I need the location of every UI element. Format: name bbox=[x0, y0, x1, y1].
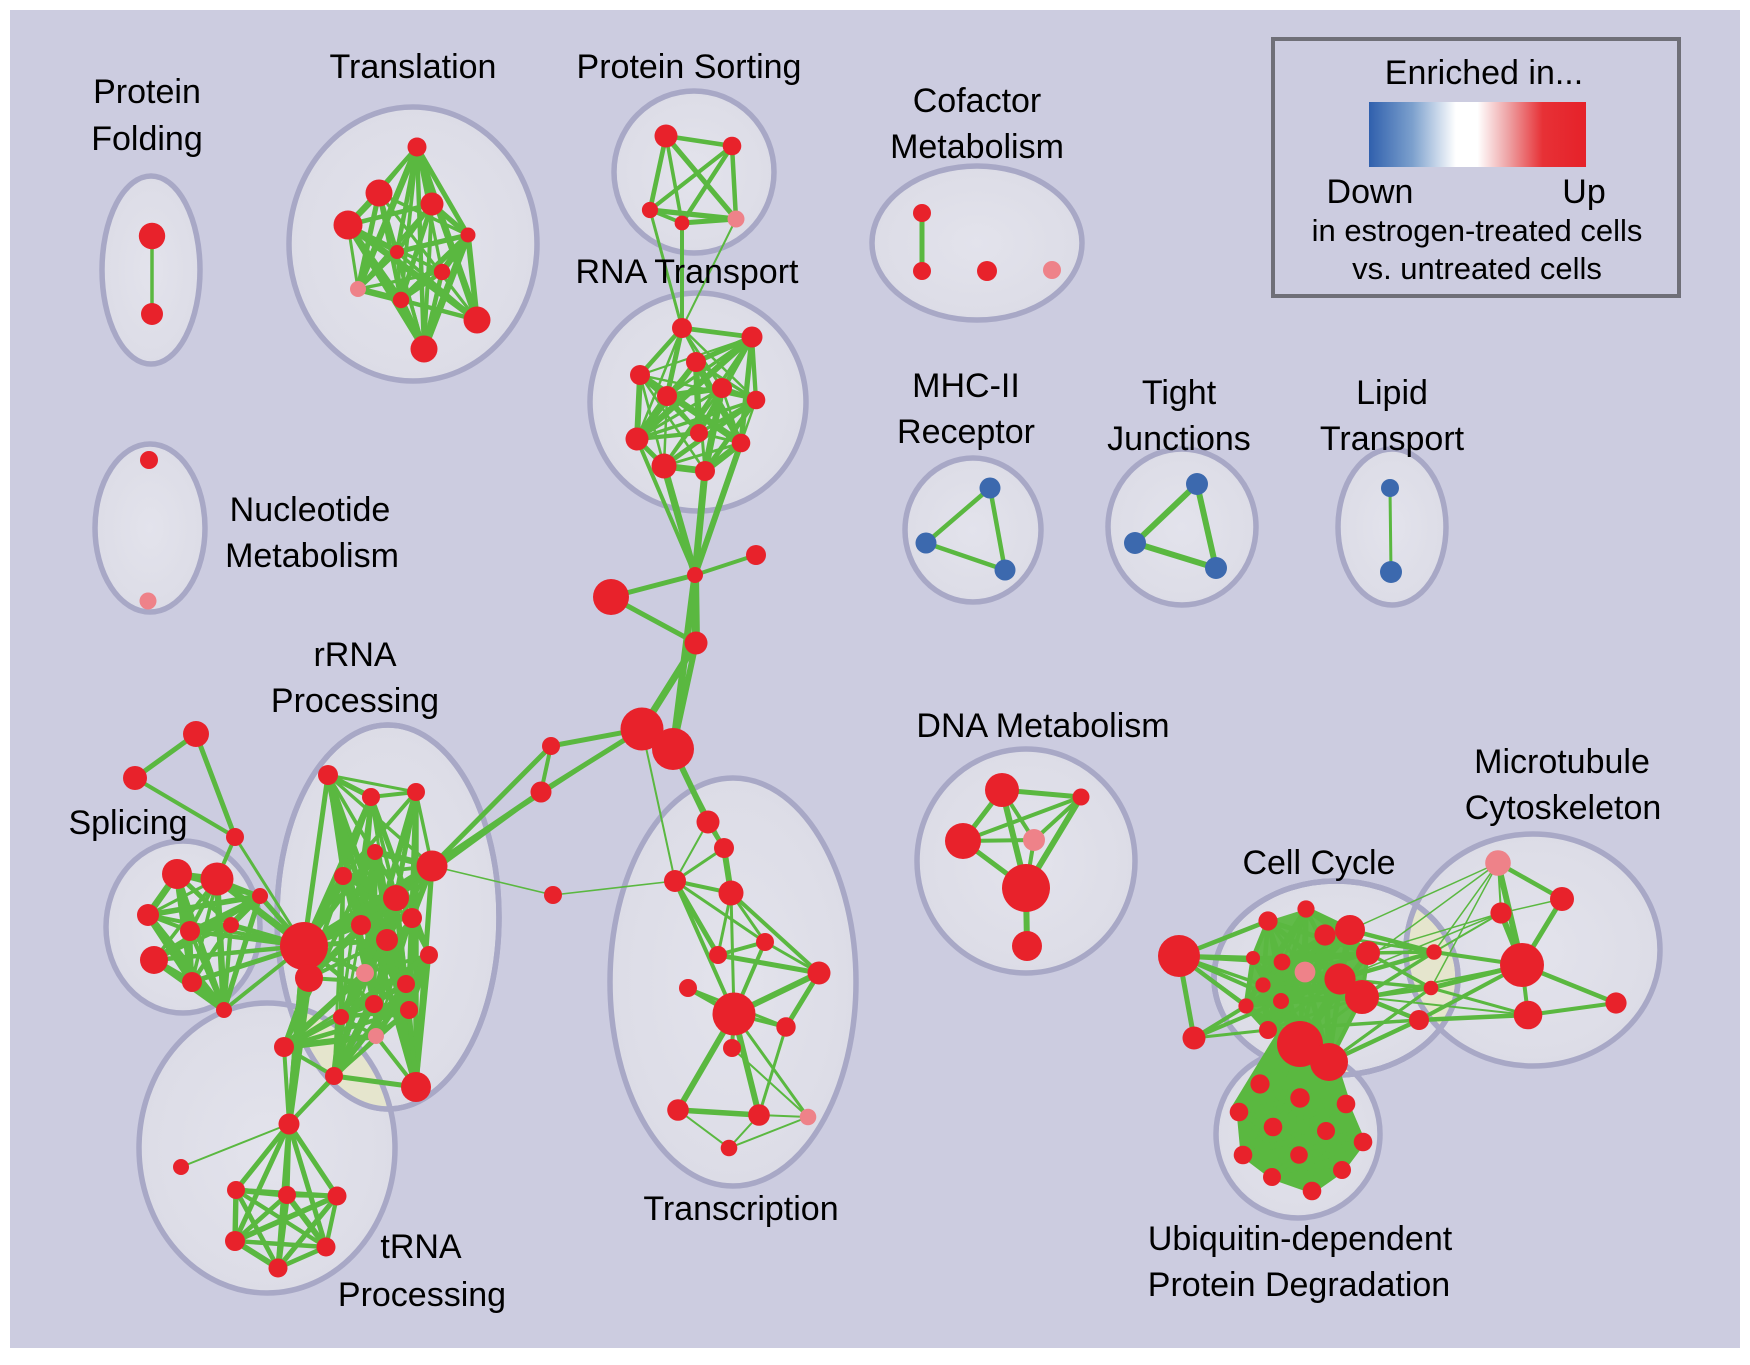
svg-text:Cytoskeleton: Cytoskeleton bbox=[1465, 789, 1662, 827]
svg-text:Metabolism: Metabolism bbox=[890, 128, 1064, 166]
svg-text:Tight: Tight bbox=[1142, 374, 1217, 412]
svg-text:Splicing: Splicing bbox=[68, 804, 187, 842]
svg-text:Transcription: Transcription bbox=[643, 1190, 838, 1228]
svg-text:Receptor: Receptor bbox=[897, 413, 1035, 451]
svg-text:Translation: Translation bbox=[330, 48, 497, 86]
svg-text:Junctions: Junctions bbox=[1107, 420, 1251, 458]
svg-text:Down: Down bbox=[1327, 173, 1414, 211]
svg-text:Cell Cycle: Cell Cycle bbox=[1242, 844, 1395, 882]
svg-text:Transport: Transport bbox=[1320, 420, 1465, 458]
svg-text:Ubiquitin-dependent: Ubiquitin-dependent bbox=[1148, 1220, 1453, 1258]
svg-text:Enriched in...: Enriched in... bbox=[1385, 54, 1583, 92]
svg-text:Protein: Protein bbox=[93, 73, 201, 111]
svg-text:Lipid: Lipid bbox=[1356, 374, 1428, 412]
svg-text:DNA Metabolism: DNA Metabolism bbox=[916, 707, 1169, 745]
svg-text:Cofactor: Cofactor bbox=[913, 82, 1042, 120]
svg-text:Protein Sorting: Protein Sorting bbox=[577, 48, 802, 86]
svg-text:Protein Degradation: Protein Degradation bbox=[1148, 1266, 1450, 1304]
svg-text:Metabolism: Metabolism bbox=[225, 537, 399, 575]
svg-text:Processing: Processing bbox=[271, 682, 439, 720]
svg-text:Microtubule: Microtubule bbox=[1474, 743, 1650, 781]
svg-text:Processing: Processing bbox=[338, 1276, 506, 1314]
svg-text:rRNA: rRNA bbox=[313, 636, 396, 674]
svg-text:Up: Up bbox=[1562, 173, 1605, 211]
svg-text:vs. untreated cells: vs. untreated cells bbox=[1352, 251, 1602, 286]
svg-text:Folding: Folding bbox=[91, 120, 203, 158]
svg-text:in estrogen-treated cells: in estrogen-treated cells bbox=[1312, 213, 1643, 248]
svg-text:MHC-II: MHC-II bbox=[912, 367, 1020, 405]
svg-text:Nucleotide: Nucleotide bbox=[230, 491, 391, 529]
svg-text:RNA Transport: RNA Transport bbox=[576, 253, 800, 291]
svg-text:tRNA: tRNA bbox=[380, 1228, 462, 1266]
